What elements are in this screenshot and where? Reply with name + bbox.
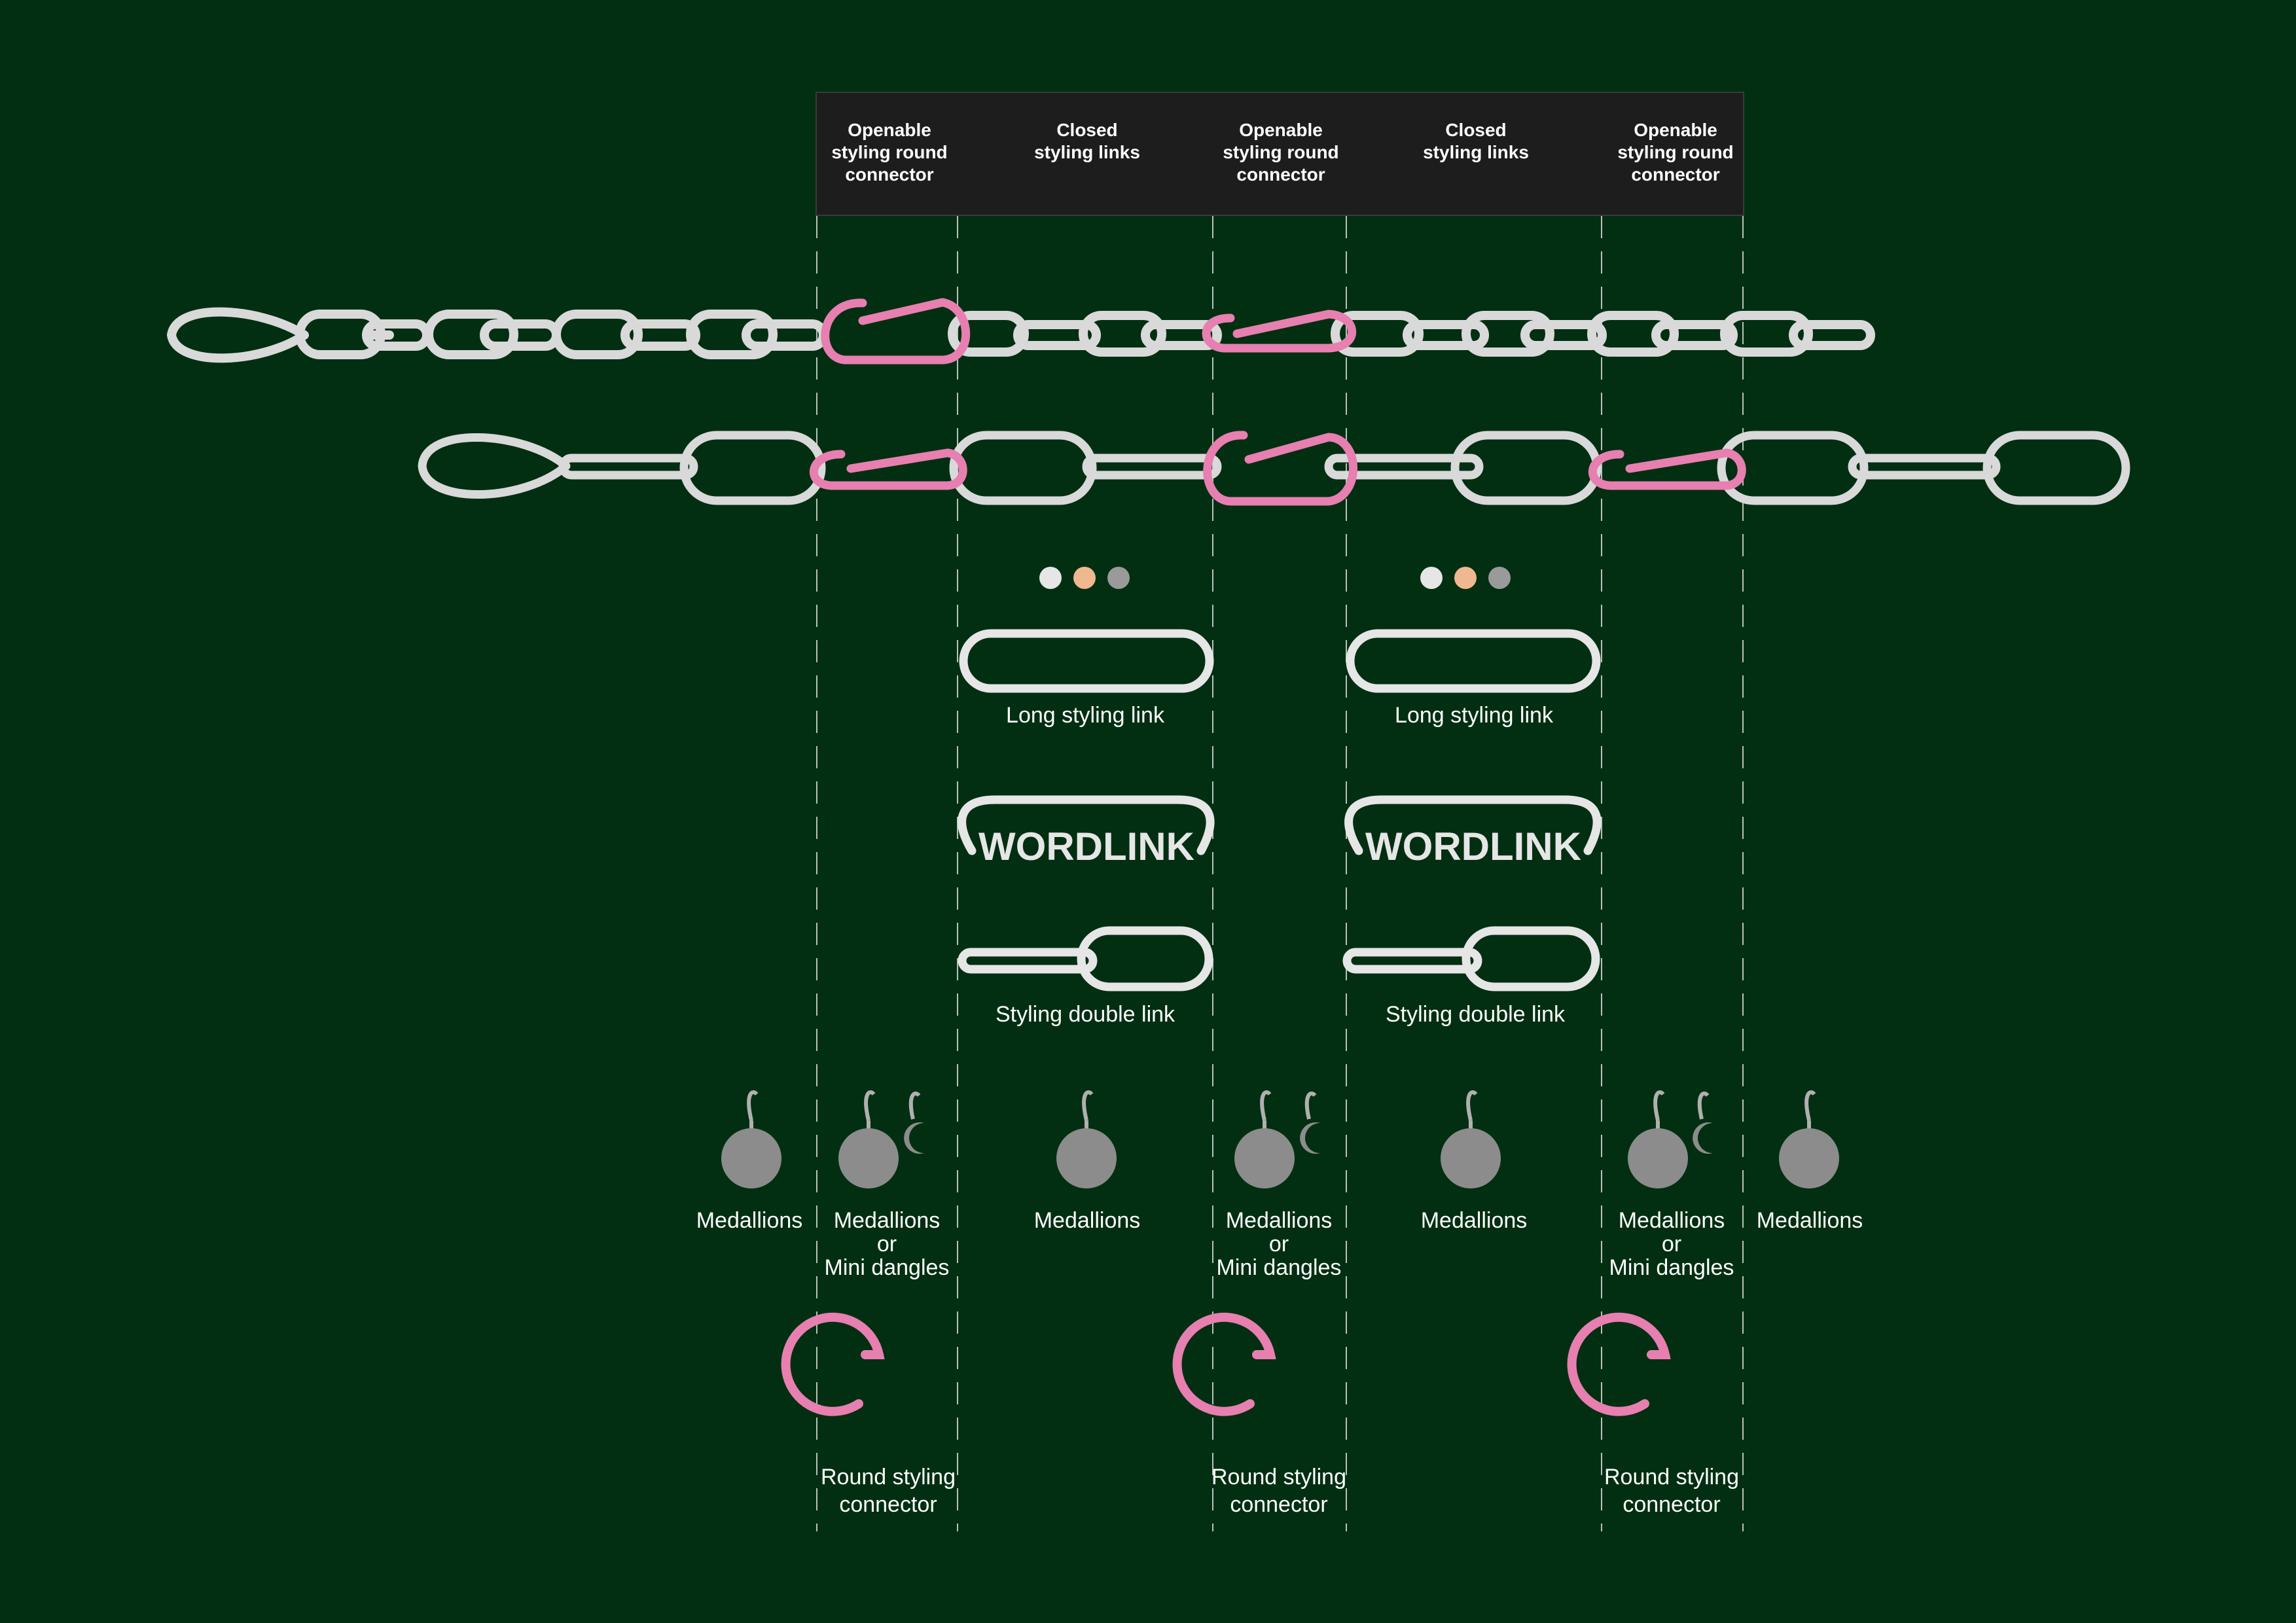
color-swatch-icon [1488,567,1511,589]
chain-link-icon [1717,431,1869,505]
double-link-label: Styling double link [1385,1002,1566,1027]
round-connectors [781,1312,1671,1416]
openable-connector-icon [1588,448,1746,490]
openable-connector-icon [821,298,971,365]
long-styling-links [959,629,1601,693]
medallions-or-mini-label: Medallions or Mini dangles [1609,1208,1734,1280]
wordlink-icon [958,795,1215,855]
round-connector-label: Round styling connector [1604,1465,1739,1517]
column-guides [816,216,1744,1531]
chain-2 [418,431,2130,505]
chain-2-connectors [809,431,1746,506]
color-swatch-icon [1107,567,1130,589]
openable-connector-icon [1202,310,1357,353]
chain-link-icon [1403,320,1489,350]
wordlink-shapes [958,795,1602,855]
color-swatch-icon [1073,567,1096,589]
header-col-closed-2: Closed styling links [1423,120,1529,162]
chain-link-icon [1520,320,1607,350]
medallions-or-mini-label: Medallions or Mini dangles [1216,1208,1342,1280]
medallion-icon [1056,1090,1117,1188]
header-col-openable-3: Openable styling round connector [1617,120,1734,185]
wordlink-text: WORDLINK [1365,825,1581,868]
double-links [958,926,1600,991]
round-connector-label: Round styling connector [1211,1465,1346,1517]
header-col-closed-1: Closed styling links [1034,120,1140,162]
round-connector-label: Round styling connector [820,1465,956,1517]
medallion-icon [1628,1090,1688,1188]
chain-link-icon [1141,320,1222,350]
chain-link-icon [686,310,778,359]
double-link-icon [958,948,1098,974]
header-col-openable-1: Openable styling round connector [831,120,948,185]
wordlink-icon [1344,795,1602,855]
medallions-label: Medallions [696,1208,803,1233]
header-col-openable-2: Openable styling round connector [1223,120,1339,185]
medallions-label: Medallions [1033,1208,1141,1233]
double-link-icon [1077,926,1213,991]
chain-link-icon [949,431,1097,505]
medallion-icon [838,1090,899,1188]
chain-1 [167,307,1875,363]
color-swatch-icon [1454,567,1477,589]
double-link-icon [1342,948,1482,974]
medallion-icon [1779,1090,1839,1188]
mini-dangle-moon-icon [1693,1092,1713,1154]
double-link-icon [1462,926,1600,991]
mini-dangle-moon-icon [904,1092,924,1154]
header-bar: Openable styling round connector Closed … [816,92,1744,216]
long-link-label: Long styling link [1395,703,1553,728]
openable-connector-icon [809,448,967,490]
medallion-icon [721,1090,781,1188]
medallions-label: Medallions [1420,1208,1528,1233]
openable-connector-icon [1203,431,1357,506]
wordlink-text: WORDLINK [978,825,1194,868]
chain-link-icon [1587,311,1679,357]
double-link-label: Styling double link [995,1002,1175,1027]
chain-link-icon [480,319,561,351]
round-connector-icon [1172,1312,1276,1416]
teardrop-clasp-icon [167,307,309,363]
chain-link-icon [552,310,643,359]
chain-link-icon [1720,311,1813,357]
medallions-label: Medallions [1756,1208,1863,1233]
chain-link-icon [1331,311,1424,357]
chain-link-icon [1982,431,2130,505]
chain-link-icon [1789,320,1875,350]
round-connector-icon [1567,1312,1671,1416]
mini-dangle-moon-icon [1300,1092,1320,1154]
chain-link-icon [1651,320,1738,350]
medallions-or-mini-label: Medallions or Mini dangles [824,1208,950,1280]
charms [721,1090,1839,1188]
long-link-icon [959,629,1214,693]
chain-link-icon [1013,320,1101,350]
medallion-icon [1441,1090,1501,1188]
chain-link-icon [679,431,826,505]
chain-link-icon [948,311,1029,357]
color-swatch-icon [1420,567,1443,589]
long-link-icon [1346,629,1601,693]
medallion-icon [1234,1090,1295,1188]
chain-link-icon [424,310,518,359]
chain-link-icon [1079,311,1166,357]
chain-1-connectors [821,298,1357,365]
chain-link-icon [1462,311,1554,357]
teardrop-clasp-icon [418,433,571,499]
chain-link-icon [742,319,828,351]
color-swatch-icon [1039,567,1062,589]
chain-link-icon [620,319,700,351]
long-link-label: Long styling link [1006,703,1164,728]
round-connector-icon [781,1312,885,1416]
